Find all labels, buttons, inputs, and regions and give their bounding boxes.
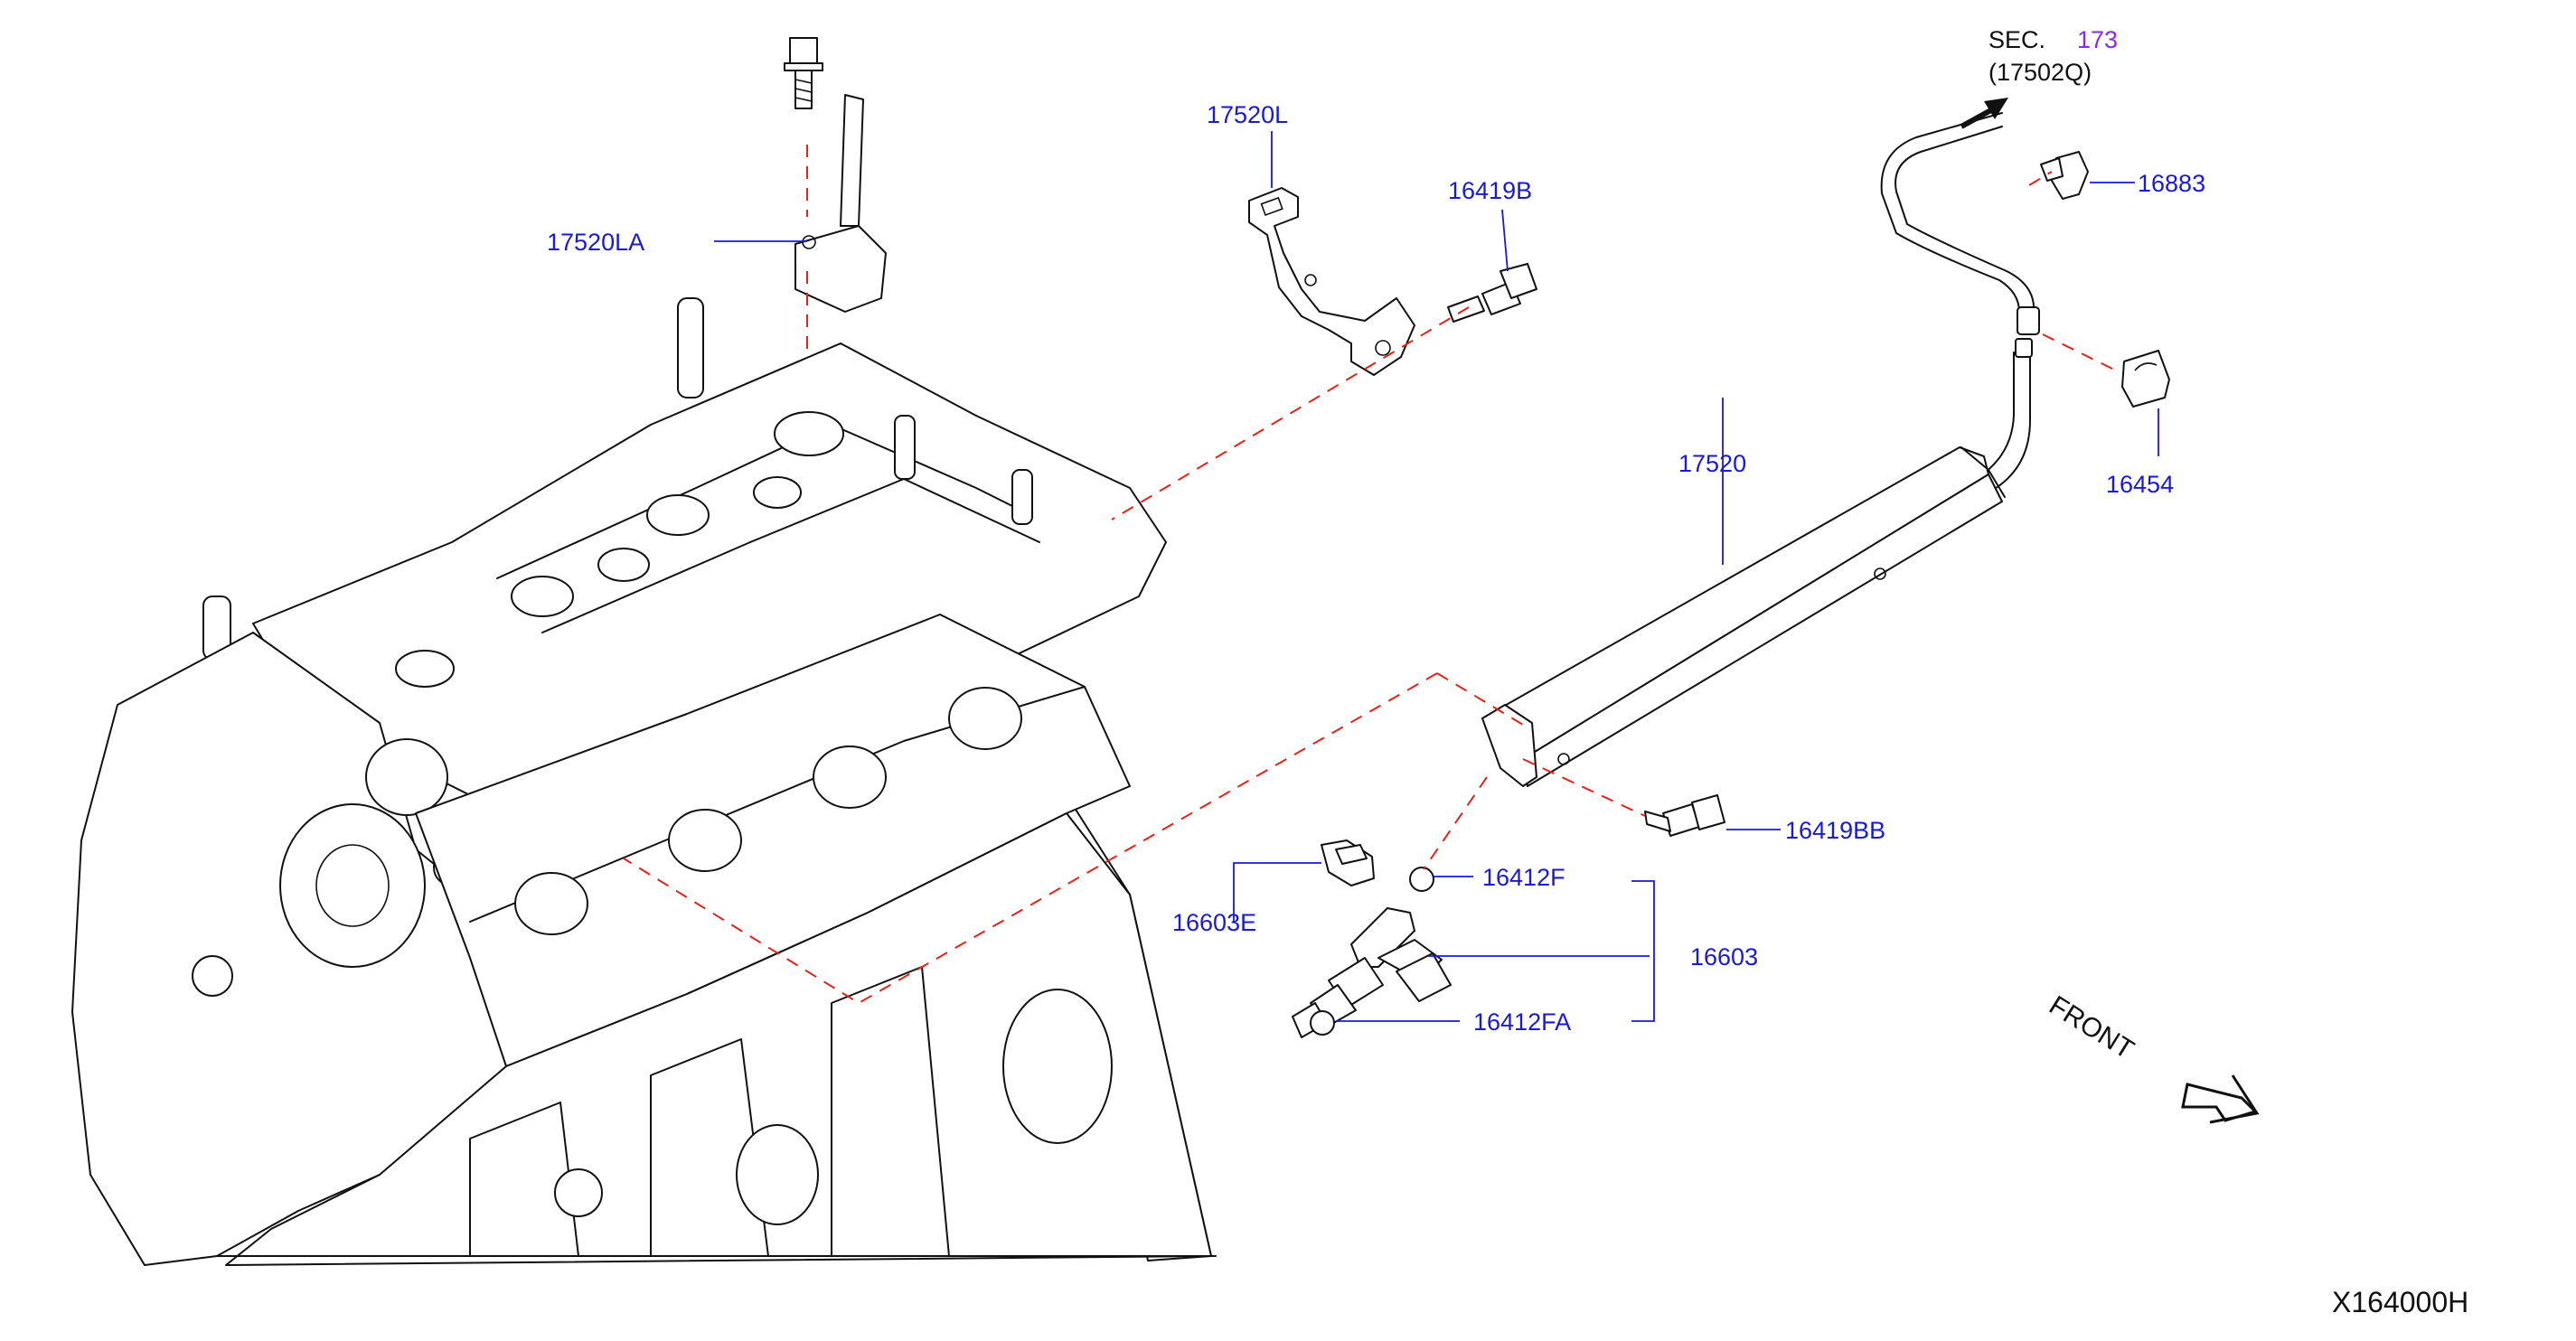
part-16412f-label[interactable]: 16412F	[1482, 864, 1565, 891]
part-16603-label[interactable]: 16603	[1690, 943, 1758, 971]
retainer-16454-illustration	[2121, 350, 2170, 408]
bracket-17520l-illustration	[1248, 187, 1415, 376]
fuel-tube-illustration	[1880, 112, 2040, 493]
connector-16603e-illustration	[1321, 839, 1375, 886]
part-17520l-label[interactable]: 17520L	[1207, 101, 1288, 128]
diagram-code: X164000H	[2332, 1286, 2468, 1318]
bolt-top-illustration	[784, 37, 823, 109]
leader-lines	[714, 131, 2159, 1022]
engine-block-illustration	[71, 297, 1217, 1266]
sec-ref: (17502Q)	[1988, 59, 2092, 86]
part-16454-label[interactable]: 16454	[2106, 471, 2174, 498]
part-17520la-label[interactable]: 17520LA	[547, 229, 644, 256]
bolt-16419bb-illustration	[1644, 794, 1725, 837]
part-16419bb-label[interactable]: 16419BB	[1785, 817, 1885, 844]
sec-number-link[interactable]: 173	[2077, 26, 2118, 53]
sec-prefix: SEC.	[1988, 26, 2045, 53]
section-reference[interactable]: SEC. 173 (17502Q)	[1988, 26, 2118, 86]
sec-arrow-icon	[1960, 98, 2008, 129]
o-ring-16412fa-illustration	[1310, 1010, 1335, 1036]
part-16419b-label[interactable]: 16419B	[1448, 177, 1532, 204]
part-16883-label[interactable]: 16883	[2138, 170, 2205, 197]
assembly-guides	[623, 145, 2120, 1005]
fuel-rail-17520-illustration	[1481, 446, 2006, 787]
bolt-16419b-illustration	[1447, 263, 1537, 323]
front-arrow-icon	[2181, 1074, 2260, 1124]
part-16603e-label[interactable]: 16603E	[1172, 909, 1256, 936]
part-17520-label[interactable]: 17520	[1678, 450, 1746, 477]
bracket-17520la-illustration	[794, 94, 887, 313]
clip-16883-illustration	[2040, 151, 2089, 200]
part-16412fa-label[interactable]: 16412FA	[1473, 1008, 1571, 1036]
front-label: FRONT	[2044, 990, 2139, 1065]
o-ring-16412f-illustration	[1409, 867, 1434, 892]
